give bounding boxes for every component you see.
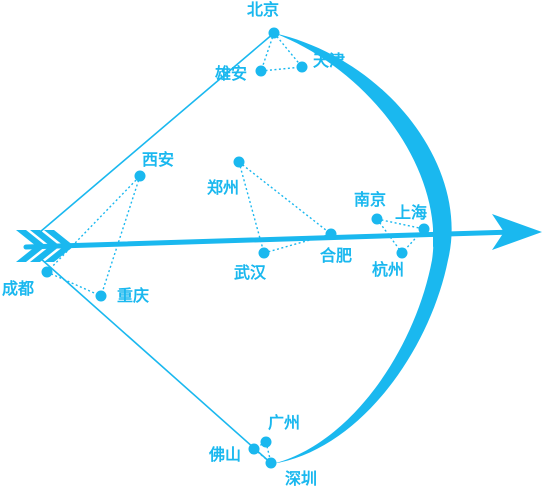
city-label-zhengzhou: 郑州 [207,178,239,197]
city-dot-chengdu [41,266,53,278]
city-dots [41,27,430,469]
city-label-foshan: 佛山 [208,445,241,464]
bow-string-lower [39,257,273,465]
city-label-hangzhou: 杭州 [372,260,404,279]
city-dot-xiongan [255,65,267,77]
bow-limb [272,33,452,464]
city-dot-tianjin [296,61,308,73]
city-label-shanghai: 上海 [395,203,427,222]
city-label-nanjing: 南京 [354,190,386,209]
city-label-chengdu: 成都 [2,279,34,298]
city-label-xiongan: 雄安 [214,64,247,83]
city-dot-zhengzhou [233,156,245,168]
city-dot-hefei [325,228,337,240]
city-dot-wuhan [258,247,270,259]
bow-grip [433,211,449,249]
city-label-tianjin: 天津 [313,51,345,70]
city-dot-shenzhen [265,457,277,469]
city-dot-beijing [268,27,280,39]
city-dot-nanjing [371,213,383,225]
link-xiongan-tianjin [260,66,303,72]
city-label-guangzhou: 广州 [268,413,300,432]
city-dot-guangzhou [260,436,272,448]
city-dot-xian [134,170,146,182]
city-label-chongqing: 重庆 [117,286,149,305]
link-chengdu-chongqing [46,271,102,297]
link-zhengzhou-hefei [238,161,332,235]
bow-string-upper [39,32,275,233]
arrow-shaft [23,229,515,250]
link-guangzhou-shenzhen [265,441,272,464]
link-xian-chongqing [100,175,141,297]
city-label-wuhan: 武汉 [234,263,267,282]
city-labels: 北京 雄安 天津 西安 郑州 南京 上海 成都 重庆 武汉 合肥 杭州 广州 佛… [2,0,427,488]
city-dot-shanghai [418,223,430,235]
link-chengdu-xian [46,175,141,273]
bow-strings [39,32,275,465]
city-label-xian: 西安 [142,150,174,169]
city-label-hefei: 合肥 [320,246,352,265]
link-nanjing-shanghai [376,218,425,230]
link-beijing-xiongan [260,32,275,72]
city-dot-chongqing [95,290,107,302]
city-dot-hangzhou [396,247,408,259]
link-beijing-tianjin [273,32,303,68]
city-label-beijing: 北京 [247,0,279,19]
city-dot-foshan [248,443,260,455]
city-label-shenzhen: 深圳 [285,469,317,488]
arrow-head [492,214,542,250]
